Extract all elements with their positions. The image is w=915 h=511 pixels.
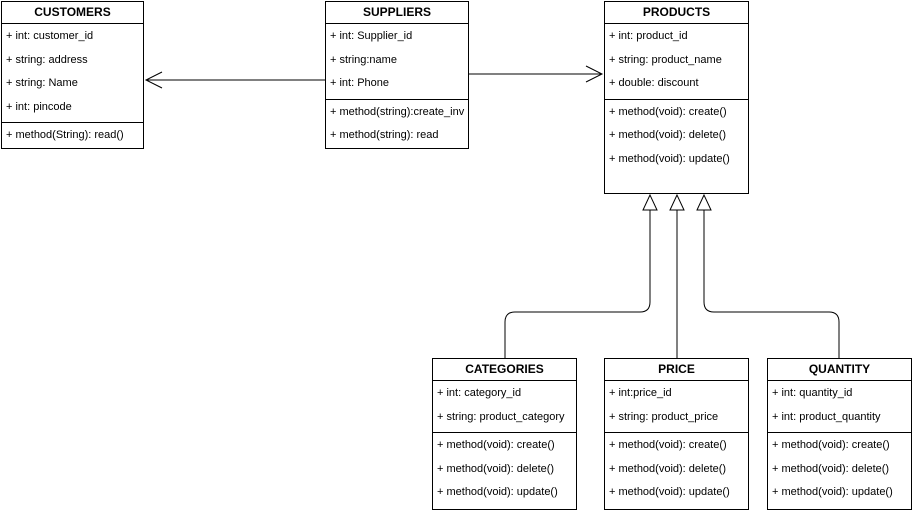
- class-customers-name: CUSTOMERS: [2, 2, 143, 24]
- class-categories-name: CATEGORIES: [433, 359, 576, 381]
- attribute-row: + string: product_name: [609, 53, 722, 66]
- class-products[interactable]: PRODUCTS + int: product_id + string: pro…: [604, 1, 749, 194]
- class-quantity[interactable]: QUANTITY + int: quantity_id + int: produ…: [767, 358, 912, 510]
- attribute-row: + int: customer_id: [6, 30, 94, 42]
- class-customers-attributes: + int: customer_id + string: address + s…: [2, 24, 143, 123]
- inheritance-categories-products-line: [504, 210, 651, 358]
- class-categories[interactable]: CATEGORIES + int: category_id + string: …: [432, 358, 577, 510]
- association-suppliers-customers-arrowhead: [144, 71, 163, 89]
- attribute-row: + string: product_price: [609, 410, 719, 423]
- class-quantity-name: QUANTITY: [768, 359, 911, 381]
- attribute-row: + int: category_id: [437, 387, 522, 399]
- class-products-attributes: + int: product_id + string: product_name…: [605, 24, 748, 100]
- method-row: + method(string):create_inv: [330, 105, 465, 118]
- inheritance-quantity-products-arrowhead: [696, 193, 712, 211]
- method-row: + method(void): create(): [609, 439, 727, 451]
- class-price-name: PRICE: [605, 359, 748, 381]
- attribute-row: + string: Name: [6, 77, 78, 89]
- attribute-row: + string: address: [6, 53, 88, 66]
- attribute-row: + int: Supplier_id: [330, 30, 413, 42]
- method-row: + method(void): delete(): [772, 462, 890, 475]
- inheritance-categories-products-arrowhead: [642, 193, 658, 211]
- attribute-row: + string: product_category: [437, 410, 565, 423]
- association-suppliers-products-arrowhead: [585, 65, 604, 83]
- attribute-row: + double: discount: [609, 77, 699, 89]
- method-row: + method(String): read(): [6, 129, 124, 141]
- method-row: + method(string): read: [330, 129, 439, 141]
- attribute-row: + int: Phone: [330, 77, 390, 89]
- class-customers[interactable]: CUSTOMERS + int: customer_id + string: a…: [1, 1, 144, 149]
- inheritance-quantity-products-line: [703, 210, 840, 358]
- attribute-row: + int: quantity_id: [772, 387, 853, 399]
- class-categories-methods: + method(void): create() + method(void):…: [433, 433, 576, 508]
- method-row: + method(void): delete(): [437, 462, 555, 475]
- method-row: + method(void): update(): [609, 152, 730, 165]
- attribute-row: + int: pincode: [6, 100, 72, 113]
- class-customers-methods: + method(String): read(): [2, 123, 143, 151]
- class-products-methods: + method(void): create() + method(void):…: [605, 100, 748, 175]
- method-row: + method(void): create(): [609, 105, 727, 118]
- attribute-row: + int: product_quantity: [772, 410, 881, 423]
- class-suppliers[interactable]: SUPPLIERS + int: Supplier_id + string:na…: [325, 1, 469, 149]
- class-quantity-methods: + method(void): create() + method(void):…: [768, 433, 911, 508]
- class-quantity-attributes: + int: quantity_id + int: product_quanti…: [768, 381, 911, 433]
- attribute-row: + string:name: [330, 53, 397, 66]
- class-suppliers-methods: + method(string):create_inv + method(str…: [326, 100, 468, 151]
- class-price[interactable]: PRICE + int:price_id + string: product_p…: [604, 358, 749, 510]
- class-price-methods: + method(void): create() + method(void):…: [605, 433, 748, 508]
- inheritance-price-products-arrowhead: [669, 193, 685, 211]
- method-row: + method(void): update(): [437, 486, 558, 498]
- method-row: + method(void): update(): [772, 486, 893, 498]
- attribute-row: + int: product_id: [609, 30, 688, 42]
- method-row: + method(void): delete(): [609, 462, 727, 475]
- method-row: + method(void): create(): [772, 439, 890, 451]
- class-products-name: PRODUCTS: [605, 2, 748, 24]
- class-suppliers-attributes: + int: Supplier_id + string:name + int: …: [326, 24, 468, 100]
- method-row: + method(void): delete(): [609, 129, 727, 141]
- class-price-attributes: + int:price_id + string: product_price: [605, 381, 748, 433]
- class-suppliers-name: SUPPLIERS: [326, 2, 468, 24]
- attribute-row: + int:price_id: [609, 387, 672, 399]
- method-row: + method(void): update(): [609, 486, 730, 498]
- method-row: + method(void): create(): [437, 439, 555, 451]
- class-categories-attributes: + int: category_id + string: product_cat…: [433, 381, 576, 433]
